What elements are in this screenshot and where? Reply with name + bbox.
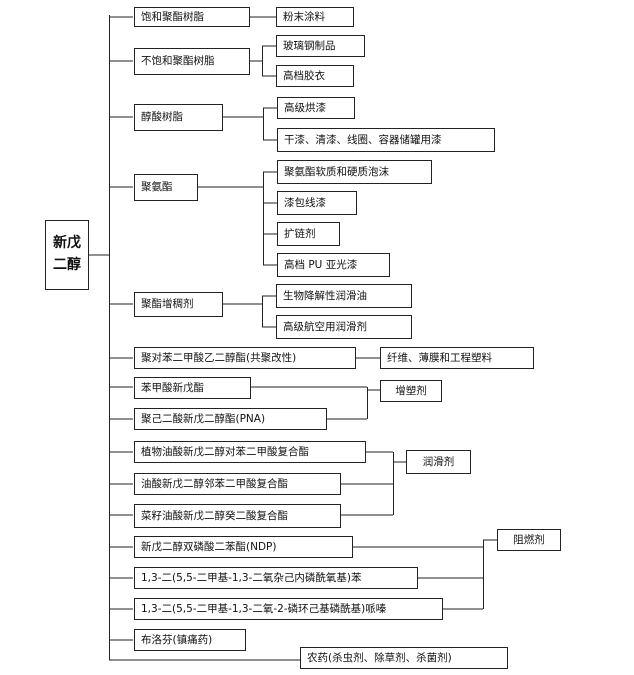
node-n2: 粉末涂料	[276, 7, 354, 27]
node-n20: 增塑剂	[380, 380, 442, 402]
node-n27: 阻燃剂	[497, 529, 561, 551]
node-n14: 聚酯增稠剂	[134, 292, 223, 317]
node-n23: 润滑剂	[406, 450, 471, 474]
node-n6: 醇酸树脂	[134, 104, 223, 131]
node-n31: 农药(杀虫剂、除草剂、杀菌剂)	[300, 647, 508, 669]
node-n13: 高档 PU 亚光漆	[277, 253, 390, 277]
node-n5: 高档胶衣	[276, 65, 354, 87]
node-n1: 饱和聚酯树脂	[134, 7, 250, 27]
node-n26: 新戊二醇双磷酸二苯酯(NDP)	[134, 536, 353, 558]
node-n25: 菜籽油酸新戊二醇癸二酸复合酯	[134, 504, 341, 528]
node-n28: 1,3-二(5,5-二甲基-1,3-二氧杂己内磷酰氧基)苯	[134, 567, 418, 589]
node-n8: 干漆、清漆、线圈、容器储罐用漆	[277, 128, 495, 152]
node-n17: 聚对苯二甲酸乙二醇酯(共聚改性)	[134, 347, 356, 369]
node-n22: 植物油酸新戊二醇对苯二甲酸复合酯	[134, 441, 366, 463]
node-n7: 高级烘漆	[277, 97, 355, 119]
node-n12: 扩链剂	[277, 222, 340, 246]
node-n4: 玻璃钢制品	[276, 35, 365, 57]
node-n21: 聚己二酸新戊二醇酯(PNA)	[134, 408, 327, 430]
root-node: 新戊二醇	[45, 220, 89, 290]
node-n11: 漆包线漆	[277, 191, 357, 215]
node-n10: 聚氨酯软质和硬质泡沫	[277, 160, 432, 184]
node-n3: 不饱和聚酯树脂	[134, 48, 250, 75]
node-n19: 苯甲酸新戊酯	[134, 377, 251, 399]
node-n15: 生物降解性润滑油	[276, 284, 412, 308]
node-n9: 聚氨酯	[134, 174, 198, 201]
node-n30: 布洛芬(镇痛药)	[134, 629, 246, 651]
node-n29: 1,3-二(5,5-二甲基-1,3-二氧-2-磷环己基磷酰基)哌嗪	[134, 598, 443, 620]
node-n16: 高级航空用润滑剂	[276, 315, 412, 339]
node-n24: 油酸新戊二醇邻苯二甲酸复合酯	[134, 473, 341, 495]
node-n18: 纤维、薄膜和工程塑料	[380, 347, 534, 369]
